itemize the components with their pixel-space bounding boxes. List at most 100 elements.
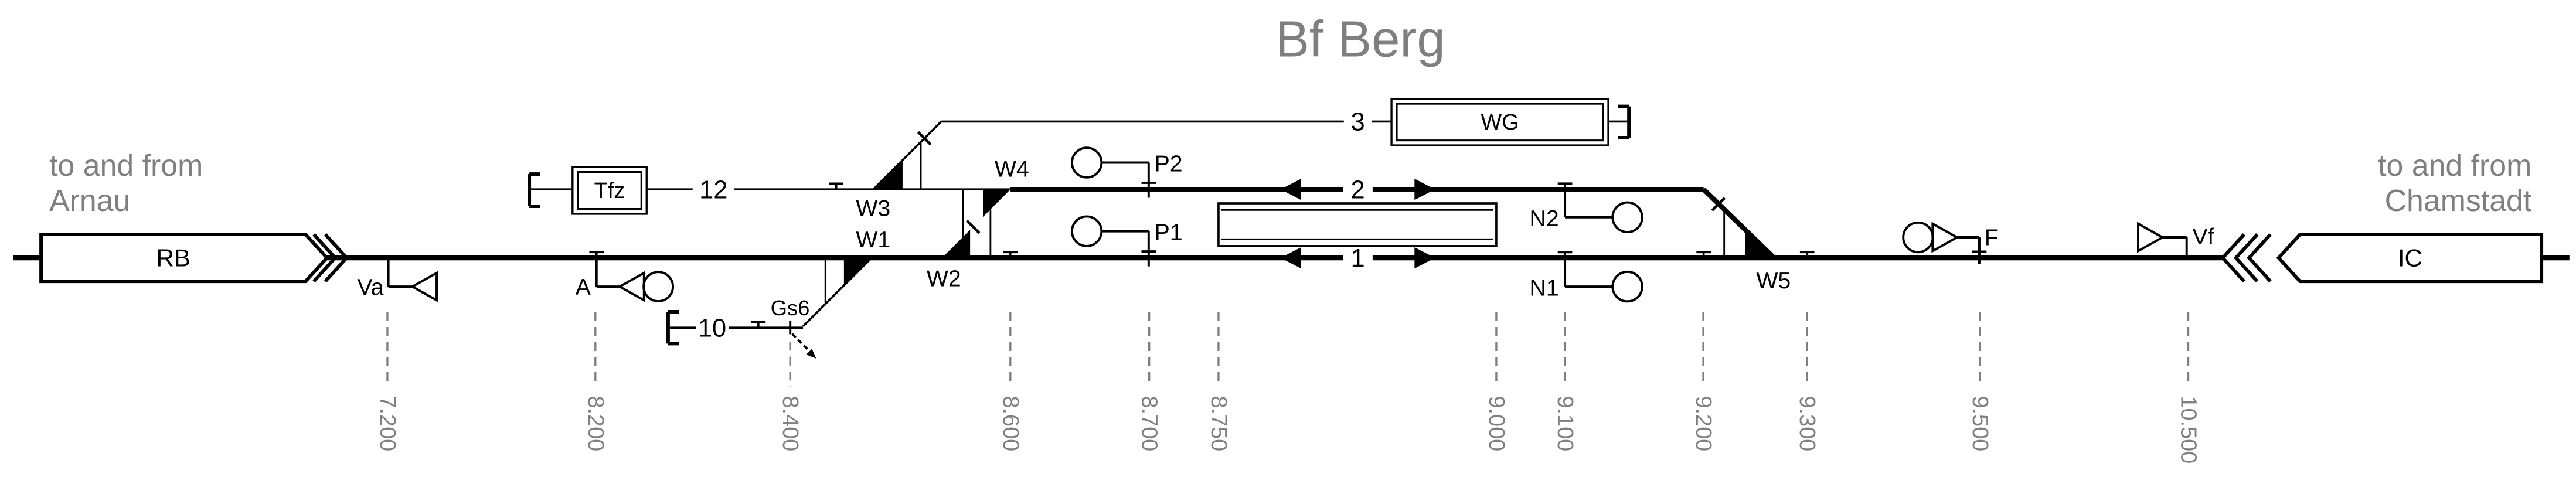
derailer-gs6-label: Gs6 xyxy=(771,296,810,320)
km-label: 7.200 xyxy=(375,396,400,452)
corner-right-line1: to and from xyxy=(2378,148,2531,182)
km-label: 8.200 xyxy=(583,396,608,452)
tick-track1-8600 xyxy=(1003,251,1018,258)
ic-break-chevron xyxy=(2233,233,2259,283)
main-signal-circle-icon xyxy=(1070,215,1103,247)
km-label: 9.200 xyxy=(1691,396,1716,452)
main-signal-circle-icon xyxy=(642,271,675,303)
fouling-marks xyxy=(824,142,1726,304)
distant-signal-triangle-icon xyxy=(2137,222,2165,253)
track12-number: 12 xyxy=(699,176,727,204)
switch-w5-label: W5 xyxy=(1756,268,1791,294)
signal-n2 xyxy=(1557,182,1643,234)
wg-box: WG xyxy=(1390,98,1609,146)
km-posts xyxy=(386,312,2190,387)
track-numbers: 1 2 3 12 10 xyxy=(698,108,1365,343)
tick-on-w3-diagonal xyxy=(917,131,932,146)
ic-break-chevron xyxy=(2247,233,2272,283)
track2-number: 2 xyxy=(1351,176,1365,204)
signal-p2 xyxy=(1070,146,1156,198)
km-label: 9.500 xyxy=(1968,396,1992,452)
tick-track1-a xyxy=(589,251,604,258)
track1-number: 1 xyxy=(1351,244,1365,272)
corner-left-line2: Arnau xyxy=(49,183,130,217)
km-label: 8.400 xyxy=(778,396,802,452)
distant-signal-triangle-icon xyxy=(410,271,438,302)
buffer-track10 xyxy=(666,310,679,346)
rb-label: RB xyxy=(156,244,190,272)
derail-arrowhead-icon xyxy=(806,349,816,359)
switch-w1-label: W1 xyxy=(856,227,890,253)
signal-a xyxy=(595,258,675,303)
signal-f xyxy=(1902,221,1987,264)
main-signal-circle-icon xyxy=(1070,146,1103,179)
switch-w2-label: W2 xyxy=(927,266,961,292)
km-label: 9.100 xyxy=(1553,396,1577,452)
signals xyxy=(387,146,2188,359)
track-ticks xyxy=(589,182,1815,328)
main-signal-circle-icon xyxy=(1902,221,1934,254)
wg-label: WG xyxy=(1481,110,1519,135)
track10-number: 10 xyxy=(698,314,726,342)
rb-break-chevron xyxy=(312,233,338,283)
tfz-label: Tfz xyxy=(594,179,625,203)
distant-signal-triangle-icon xyxy=(1931,222,1959,253)
track2-right-arrow xyxy=(1414,178,1435,200)
distant-signal-triangle-icon xyxy=(617,271,645,302)
km-label: 8.700 xyxy=(1137,396,1162,452)
switch-w1-triangle xyxy=(843,258,872,286)
ic-label: IC xyxy=(2398,244,2422,272)
corner-text-left: to and from Arnau xyxy=(49,148,203,217)
direction-arrows xyxy=(1280,178,1435,269)
tick-track10 xyxy=(751,321,766,328)
signal-p1 xyxy=(1070,215,1156,267)
km-label: 8.600 xyxy=(998,396,1023,452)
signal-n2-label: N2 xyxy=(1530,206,1559,231)
km-label: 9.000 xyxy=(1484,396,1509,452)
corner-text-right: to and from Chamstadt xyxy=(2378,148,2532,217)
switch-w3-label: W3 xyxy=(856,196,890,222)
tick-on-w5-diagonal xyxy=(1711,197,1726,212)
signal-vf xyxy=(2137,222,2188,258)
track3-number: 3 xyxy=(1351,108,1365,137)
signal-p2-label: P2 xyxy=(1155,151,1183,176)
platform xyxy=(1217,202,1498,247)
signal-n1-label: N1 xyxy=(1530,275,1559,301)
tick-track1-9200 xyxy=(1696,251,1711,258)
tfz-box: Tfz xyxy=(571,166,648,215)
track-3-line xyxy=(872,120,1628,190)
signal-vf-label: Vf xyxy=(2193,224,2214,250)
main-signal-circle-icon xyxy=(1611,270,1643,303)
switch-w4-label: W4 xyxy=(995,156,1029,182)
main-signal-circle-icon xyxy=(1611,201,1643,234)
signal-va-label: Va xyxy=(357,274,383,300)
tick-on-w2-diagonal xyxy=(965,219,981,234)
km-label: 9.300 xyxy=(1795,396,1819,452)
km-labels: 7.200 8.200 8.400 8.600 8.700 8.750 9.00… xyxy=(375,396,2201,464)
km-label: 8.750 xyxy=(1206,396,1231,452)
buffer-track3 xyxy=(1618,104,1631,139)
switch-w5-triangle xyxy=(1745,229,1774,258)
km-label: 10.500 xyxy=(2176,396,2201,464)
diagonal-ticks xyxy=(917,131,1726,234)
rb-route-box: RB xyxy=(39,233,349,284)
signal-n1 xyxy=(1557,251,1643,303)
track1-right-arrow xyxy=(1414,247,1435,269)
derailer-gs6 xyxy=(789,321,816,359)
track2-left-arrow xyxy=(1280,178,1301,200)
switch-w3-triangle xyxy=(873,160,903,190)
buffer-track12 xyxy=(528,172,540,208)
rb-break-chevron xyxy=(324,233,349,283)
ic-break-chevron xyxy=(2220,233,2245,283)
ic-route-box: IC xyxy=(2220,233,2544,284)
tick-track12 xyxy=(829,182,844,190)
corner-right-line2: Chamstadt xyxy=(2385,183,2532,217)
corner-left-line1: to and from xyxy=(49,148,203,182)
switch-w4-triangle xyxy=(982,189,1011,217)
page-title: Bf Berg xyxy=(1275,11,1445,68)
signal-va xyxy=(387,258,438,302)
signal-p1-label: P1 xyxy=(1155,220,1183,246)
switch-w2-triangle xyxy=(942,230,971,258)
